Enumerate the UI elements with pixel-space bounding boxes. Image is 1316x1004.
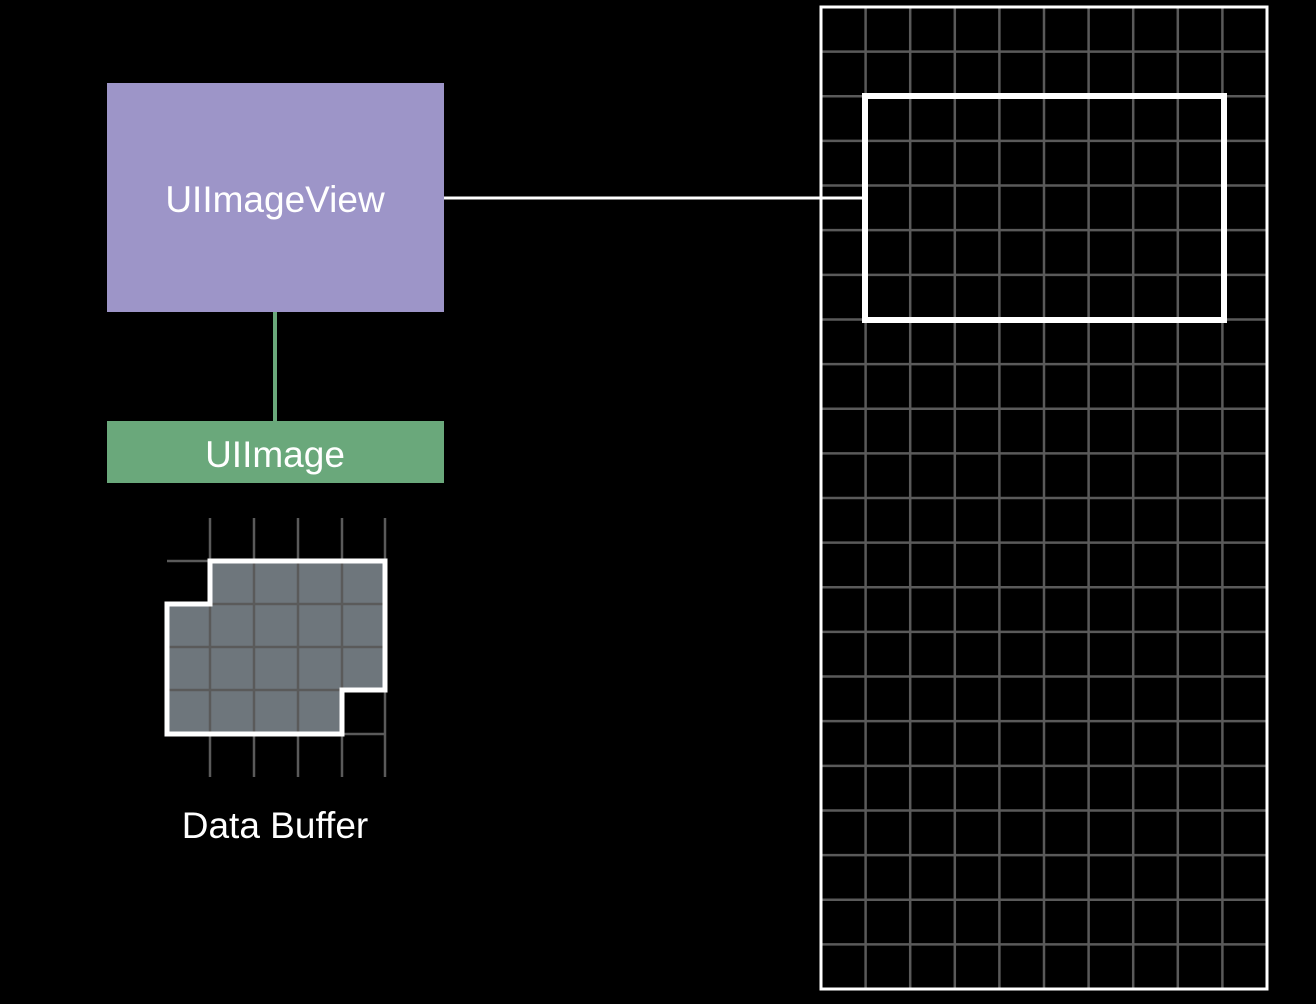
image-box xyxy=(107,421,444,483)
image-view-box xyxy=(107,83,444,312)
image-view-label: UIImageView xyxy=(165,179,385,220)
data-buffer-label: Data Buffer xyxy=(182,805,368,846)
image-view-screen-region xyxy=(862,93,1227,323)
data-buffer-outline xyxy=(164,558,388,737)
image-label: UIImage xyxy=(205,434,345,475)
data-buffer-graphic xyxy=(164,518,388,777)
screen-frame xyxy=(819,5,1269,991)
